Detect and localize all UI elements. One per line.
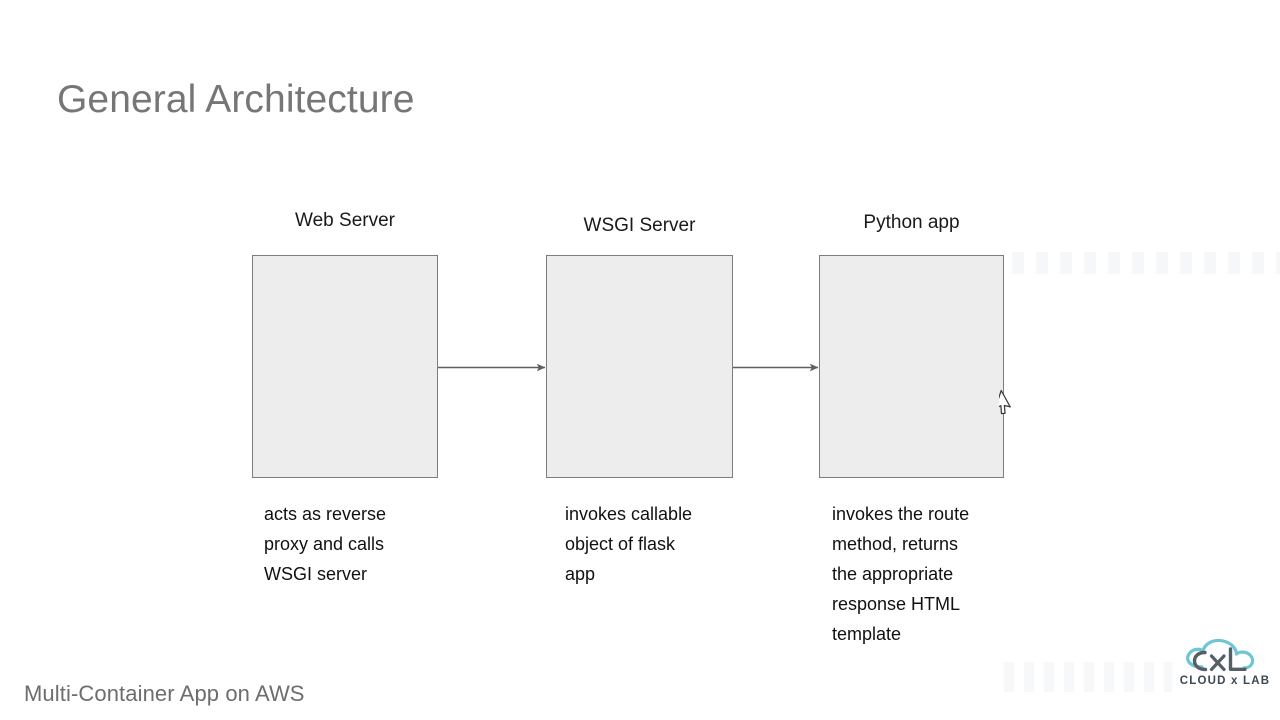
- diagram-node-python-app[interactable]: Python app: [819, 212, 1004, 478]
- page-title: General Architecture: [57, 78, 415, 121]
- node-caption-web-server: acts as reverse proxy and calls WSGI ser…: [264, 504, 387, 584]
- node-caption-python-app: invokes the route method, returns the ap…: [832, 504, 970, 644]
- node-box-wsgi-server[interactable]: [546, 255, 733, 478]
- cloud-x-lab-logo-icon: [1186, 638, 1255, 672]
- logo-wordmark: CLOUD x LAB: [1179, 675, 1271, 687]
- node-label-web-server: Web Server: [295, 210, 395, 231]
- node-label-python-app: Python app: [863, 212, 960, 233]
- node-label-wsgi-server: WSGI Server: [583, 215, 696, 236]
- node-caption-wsgi-server: invokes callable object of flask app: [565, 504, 693, 584]
- diagram-node-wsgi-server[interactable]: WSGI Server: [546, 215, 733, 478]
- slide-footer: Multi-Container App on AWS: [24, 681, 305, 706]
- brand-logo: CLOUD x LAB: [1176, 637, 1274, 693]
- diagram-node-web-server[interactable]: Web Server: [252, 210, 438, 478]
- node-box-python-app[interactable]: [819, 255, 1004, 478]
- node-box-web-server[interactable]: [252, 255, 438, 478]
